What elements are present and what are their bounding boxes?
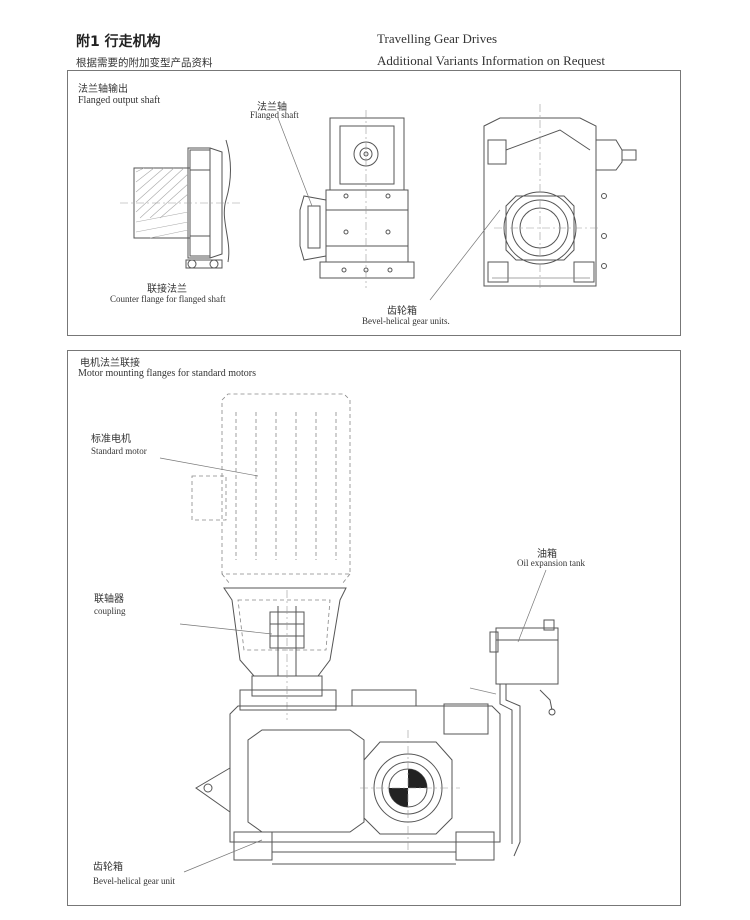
coupling-label-en: coupling	[94, 606, 126, 616]
flanged-shaft-panel	[67, 70, 681, 336]
flanged-shaft-label-en: Flanged shaft	[250, 110, 299, 120]
gear-units-label-cn: 齿轮箱	[387, 306, 417, 317]
oil-tank-label-cn: 油箱	[537, 549, 557, 560]
bevel-helical-gear-unit-bottom	[195, 689, 501, 865]
page-title-en: Travelling Gear Drives	[377, 31, 498, 46]
flanged-output-shaft-drawing	[120, 139, 240, 269]
standard-motor-drawing	[191, 393, 351, 585]
coupling-label-cn: 联轴器	[94, 594, 124, 605]
page-title-cn: 附1 行走机构	[76, 34, 161, 50]
oil-tank-label-en: Oil expansion tank	[517, 558, 585, 568]
counter-flange-label-cn: 联接法兰	[147, 284, 187, 295]
flanged-output-shaft-label-cn: 法兰轴输出	[78, 84, 128, 95]
flanged-shaft-side-view	[299, 110, 415, 288]
gear-unit-label-en: Bevel-helical gear unit	[93, 876, 175, 886]
standard-motor-label-cn: 标准电机	[91, 434, 131, 445]
motor-flange-label-cn: 电机法兰联接	[80, 358, 140, 369]
counter-flange-label-en: Counter flange for flanged shaft	[110, 294, 226, 304]
motor-flange-lantern	[223, 587, 347, 720]
page-subtitle-cn: 根据需要的附加变型产品资料	[76, 57, 213, 69]
page-subtitle-en: Additional Variants Information on Reque…	[377, 53, 605, 68]
gear-units-label-en: Bevel-helical gear units.	[362, 316, 450, 326]
gear-unit-label-cn: 齿轮箱	[93, 862, 123, 873]
motor-flange-panel	[67, 350, 681, 906]
motor-flange-label-en: Motor mounting flanges for standard moto…	[78, 368, 257, 379]
bevel-helical-gear-unit-top	[483, 104, 637, 290]
oil-expansion-tank	[469, 619, 559, 857]
flanged-output-shaft-label-en: Flanged output shaft	[78, 95, 161, 106]
standard-motor-label-en: Standard motor	[91, 446, 147, 456]
flanged-shaft-label-cn: 法兰轴	[257, 102, 287, 113]
